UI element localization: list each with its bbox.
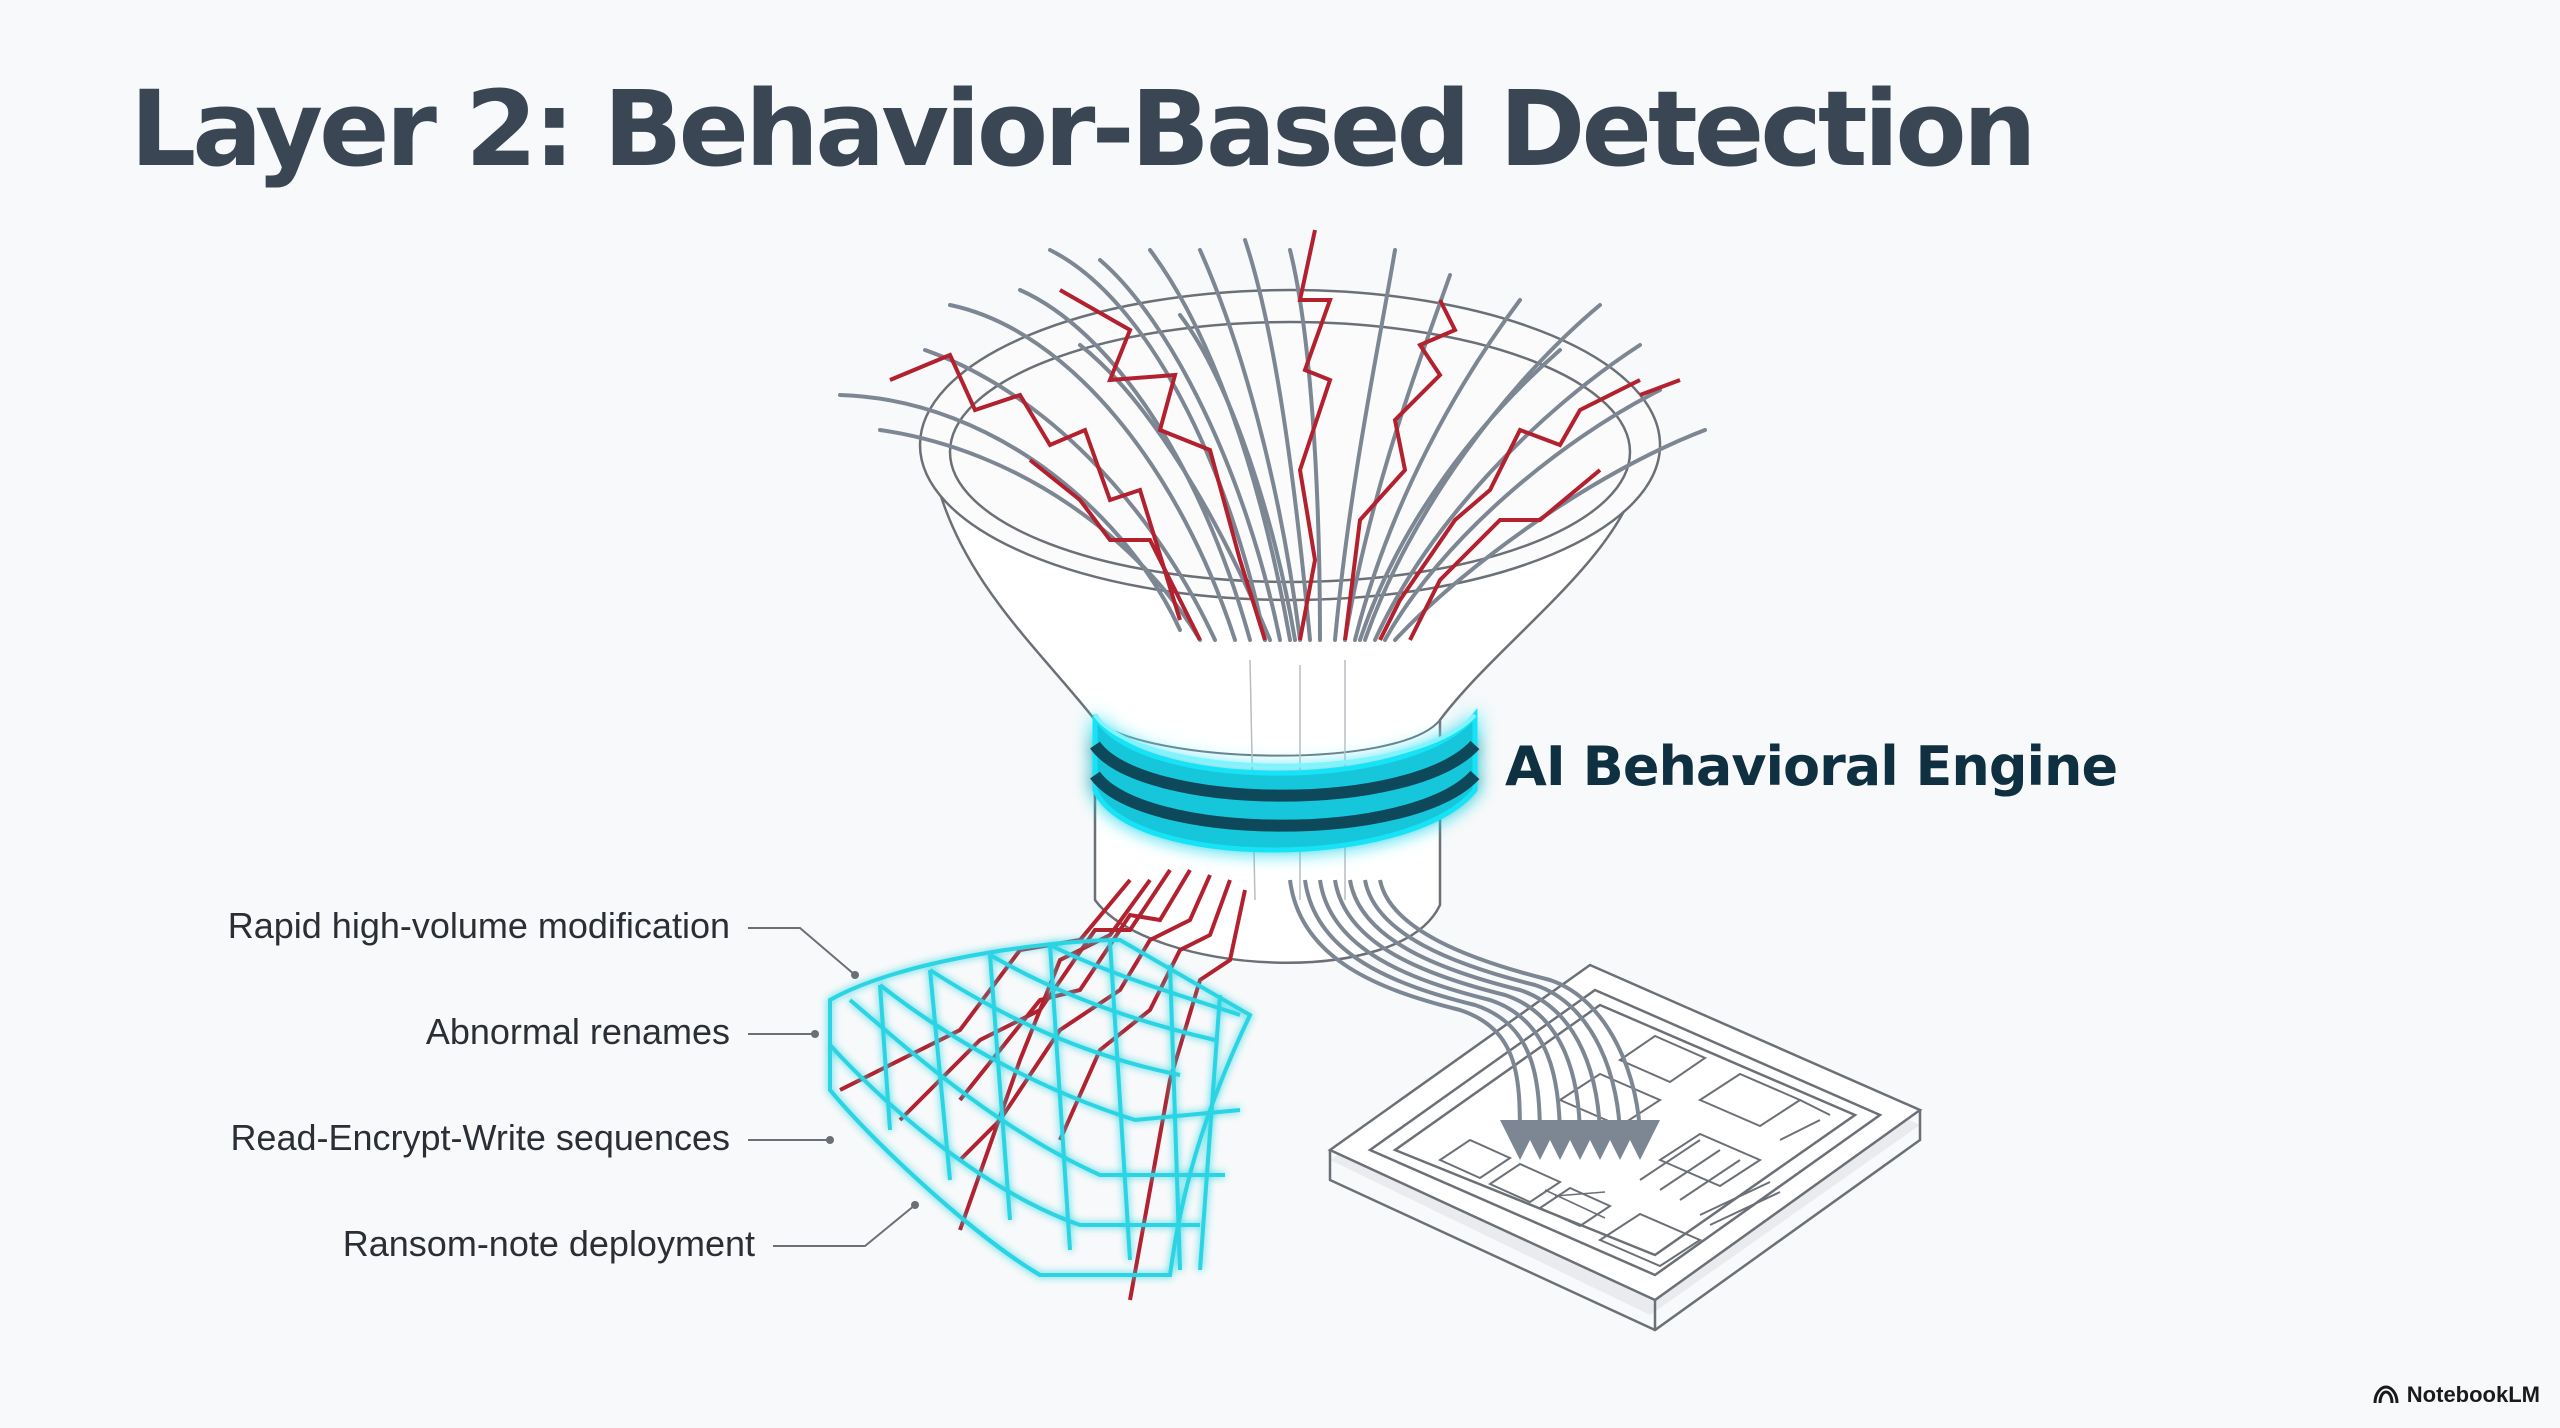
svg-text:Rapid high-volume modification: Rapid high-volume modification [228, 905, 730, 946]
funnel-rim-outer [918, 288, 1662, 602]
slide-title: Layer 2: Behavior-Based Detection [130, 68, 2037, 190]
dashboard-device [1327, 963, 1923, 1332]
callout-rapid-modification: Rapid high-volume modification [228, 905, 859, 979]
funnel-body [933, 469, 1642, 964]
callout-read-encrypt-write: Read-Encrypt-Write sequences [230, 1117, 834, 1158]
svg-text:Abnormal renames: Abnormal renames [426, 1011, 730, 1052]
notebooklm-brand: NotebookLM [2373, 1382, 2540, 1408]
dashboard-screen-panels [1437, 1034, 1831, 1268]
malicious-streams [889, 229, 1681, 641]
svg-text:Read-Encrypt-Write sequences: Read-Encrypt-Write sequences [230, 1117, 730, 1158]
svg-text:Ransom-note deployment: Ransom-note deployment [343, 1223, 755, 1264]
callout-ransom-note: Ransom-note deployment [343, 1201, 919, 1264]
brand-name: NotebookLM [2406, 1382, 2540, 1407]
callout-abnormal-renames: Abnormal renames [426, 1011, 819, 1052]
callouts: Rapid high-volume modification Abnormal … [228, 905, 919, 1264]
benign-output-streams [1288, 879, 1660, 1160]
engine-label: AI Behavioral Engine [1505, 735, 2117, 798]
notebooklm-logo-icon [2373, 1385, 2399, 1404]
containment-grid [828, 937, 1253, 1277]
funnel [918, 288, 1662, 964]
ai-engine-ring [1090, 707, 1480, 853]
